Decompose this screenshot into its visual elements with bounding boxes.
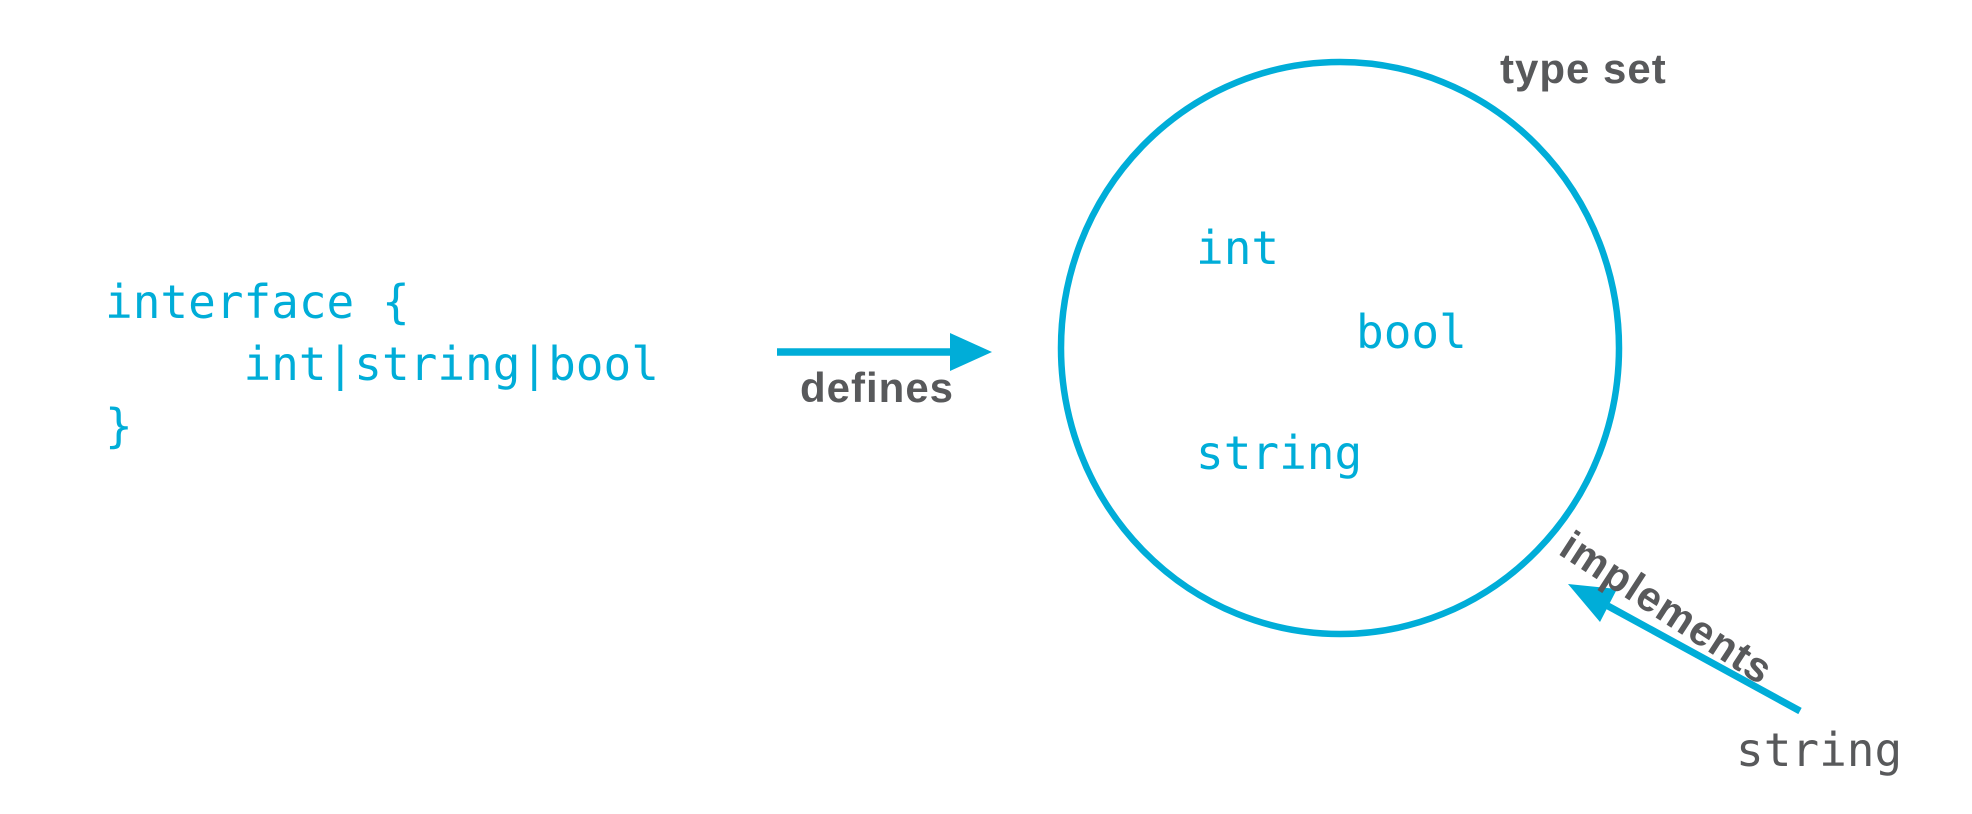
implements-arrow [1568, 584, 1802, 715]
type-set-member-bool: bool [1356, 305, 1467, 359]
implements-arrow-head [1568, 584, 1617, 622]
type-set-member-string: string [1196, 426, 1363, 480]
type-set-member-int: int [1196, 221, 1280, 275]
implements-arrow-line [1606, 602, 1802, 715]
interface-code-block: interface { int|string|bool } [105, 275, 659, 453]
implements-source-type: string [1736, 723, 1903, 777]
defines-label: defines [800, 364, 955, 411]
type-set-title: type set [1500, 45, 1667, 92]
defines-arrow-head [950, 333, 992, 371]
type-set-circle [1057, 58, 1623, 638]
defines-arrow [777, 333, 992, 371]
